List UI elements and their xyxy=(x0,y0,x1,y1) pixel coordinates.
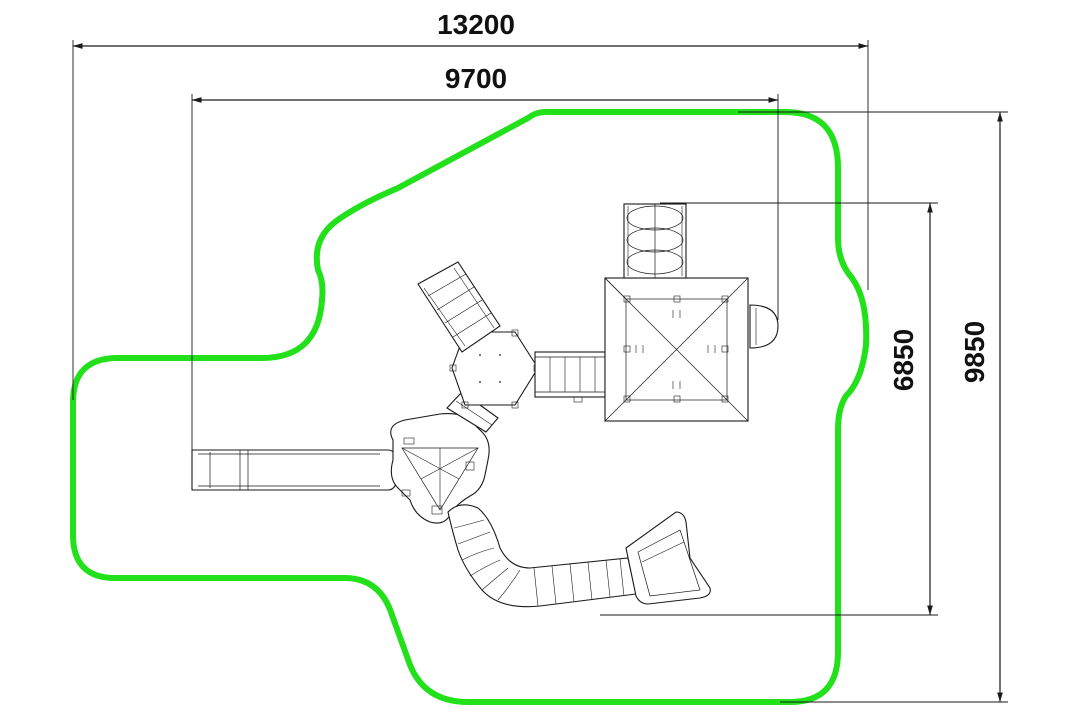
hexagon-deck-platform xyxy=(449,329,541,409)
equipment-depth-label: 6850 xyxy=(888,329,919,391)
triangle-deck-platform xyxy=(390,413,490,524)
safety-zone-outline xyxy=(70,109,870,705)
dimension-equipment-width: 9700 xyxy=(191,63,779,452)
ladder-stairs xyxy=(417,261,501,353)
equipment-width-label: 9700 xyxy=(445,63,507,94)
dimension-equipment-depth: 6850 xyxy=(600,202,938,616)
dimension-overall-depth: 9850 xyxy=(738,111,1008,703)
straight-slide xyxy=(191,449,399,491)
tube-slide xyxy=(447,504,637,608)
dimension-overall-width: 13200 xyxy=(72,9,869,400)
tube-slide-exit xyxy=(625,511,711,605)
tower-side-panel xyxy=(749,304,779,349)
square-tower-roof xyxy=(604,277,749,422)
overall-width-label: 13200 xyxy=(437,9,515,40)
overall-depth-label: 9850 xyxy=(959,321,990,383)
spiral-climber xyxy=(623,203,687,279)
roof-marks xyxy=(623,295,729,403)
walkway-bridge xyxy=(534,351,606,403)
